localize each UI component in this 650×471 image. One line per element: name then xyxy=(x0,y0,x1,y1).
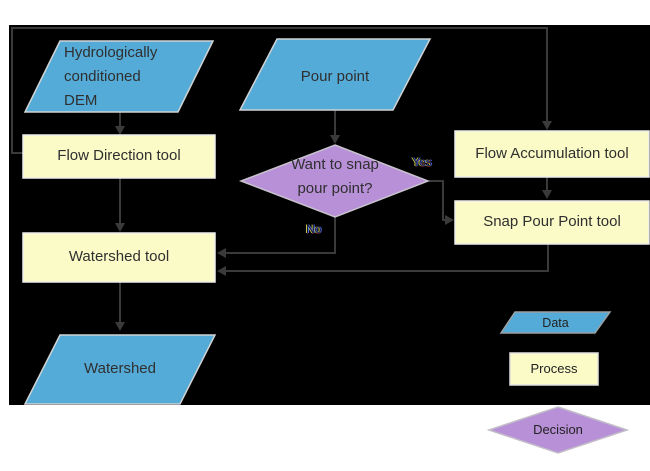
node-dem-parallelogram xyxy=(23,40,215,113)
node-snap-pour-point-rect xyxy=(454,200,650,245)
node-watershed-parallelogram xyxy=(23,334,217,405)
edge-flowdirection-to-flowaccumulation xyxy=(11,27,548,154)
edge-lines xyxy=(11,27,549,323)
node-flow-direction-rect xyxy=(22,134,216,179)
arrowhead-watershedtool-right-upper xyxy=(217,248,226,258)
arrowhead-watershed xyxy=(115,322,125,331)
arrowhead-snap-top xyxy=(542,190,552,199)
legend-data-parallelogram xyxy=(499,311,612,334)
arrowhead-watershedtool-top xyxy=(115,223,125,232)
edge-snap-to-watershedtool xyxy=(225,244,549,272)
arrowhead-watershedtool-right-lower xyxy=(217,266,226,276)
edge-decision-yes-to-snap xyxy=(429,180,446,221)
arrowhead-decision xyxy=(330,135,340,144)
node-pour-point-parallelogram xyxy=(238,38,432,111)
legend-decision-diamond xyxy=(486,406,630,454)
legend-process-rect xyxy=(509,352,599,386)
arrowhead-flowdirection xyxy=(115,126,125,135)
node-flow-accumulation-rect xyxy=(454,130,650,178)
edge-decision-no-to-watershedtool xyxy=(225,217,336,254)
node-watershed-tool-rect xyxy=(22,232,216,283)
edge-arrowheads xyxy=(115,121,552,331)
arrowhead-flowaccumulation xyxy=(542,121,552,130)
arrowhead-snap-left xyxy=(445,215,454,225)
node-decision-diamond xyxy=(238,144,431,218)
